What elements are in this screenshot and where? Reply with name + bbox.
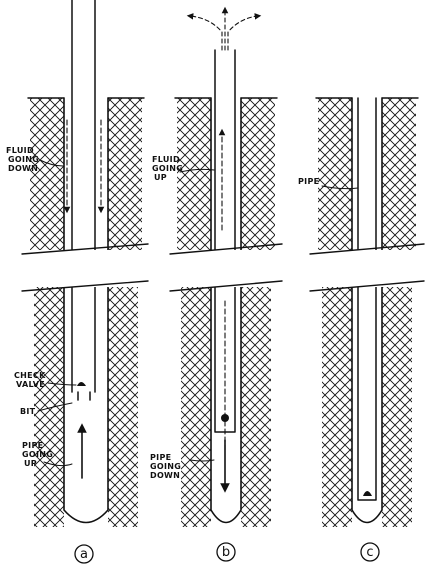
formation-lower-right-b (241, 287, 271, 527)
break-line-c (309, 243, 425, 292)
caption-c: c (366, 545, 373, 560)
label-bit: BIT (20, 407, 36, 416)
formation-lower-left-b (181, 287, 211, 527)
formation-upper-right-b (241, 98, 275, 250)
panel-c: PIPE c (298, 97, 426, 562)
formation-upper-left-b (177, 98, 211, 250)
caption-circle-c (360, 542, 380, 562)
formation-upper-left-c (318, 98, 352, 250)
break-line-b (169, 243, 283, 292)
formation-upper-left-a (30, 98, 64, 250)
break-line-a (21, 243, 149, 292)
wellbore-c (352, 98, 382, 523)
formation-lower-right-c (382, 287, 412, 527)
pipe-a (71, 0, 96, 401)
formation-lower-right-a (108, 287, 138, 527)
caption-circle-b (216, 542, 236, 562)
fluid-exit-right-b (227, 13, 262, 51)
pipe-c (357, 97, 377, 501)
check-valve-c (363, 491, 372, 496)
caption-circle-a (74, 544, 94, 564)
caption-b: b (222, 545, 230, 560)
caption-a: a (80, 547, 88, 562)
formation-lower-left-c (322, 287, 352, 527)
fluid-exit-left-b (186, 13, 223, 51)
wellbore-a (64, 98, 108, 523)
formation-lower-left-a (34, 287, 64, 527)
formation-upper-right-a (108, 98, 142, 250)
label-pipe: PIPE (298, 177, 319, 186)
formation-upper-right-c (382, 98, 416, 250)
wellbore-b (211, 98, 241, 523)
check-valve-a (77, 382, 86, 386)
